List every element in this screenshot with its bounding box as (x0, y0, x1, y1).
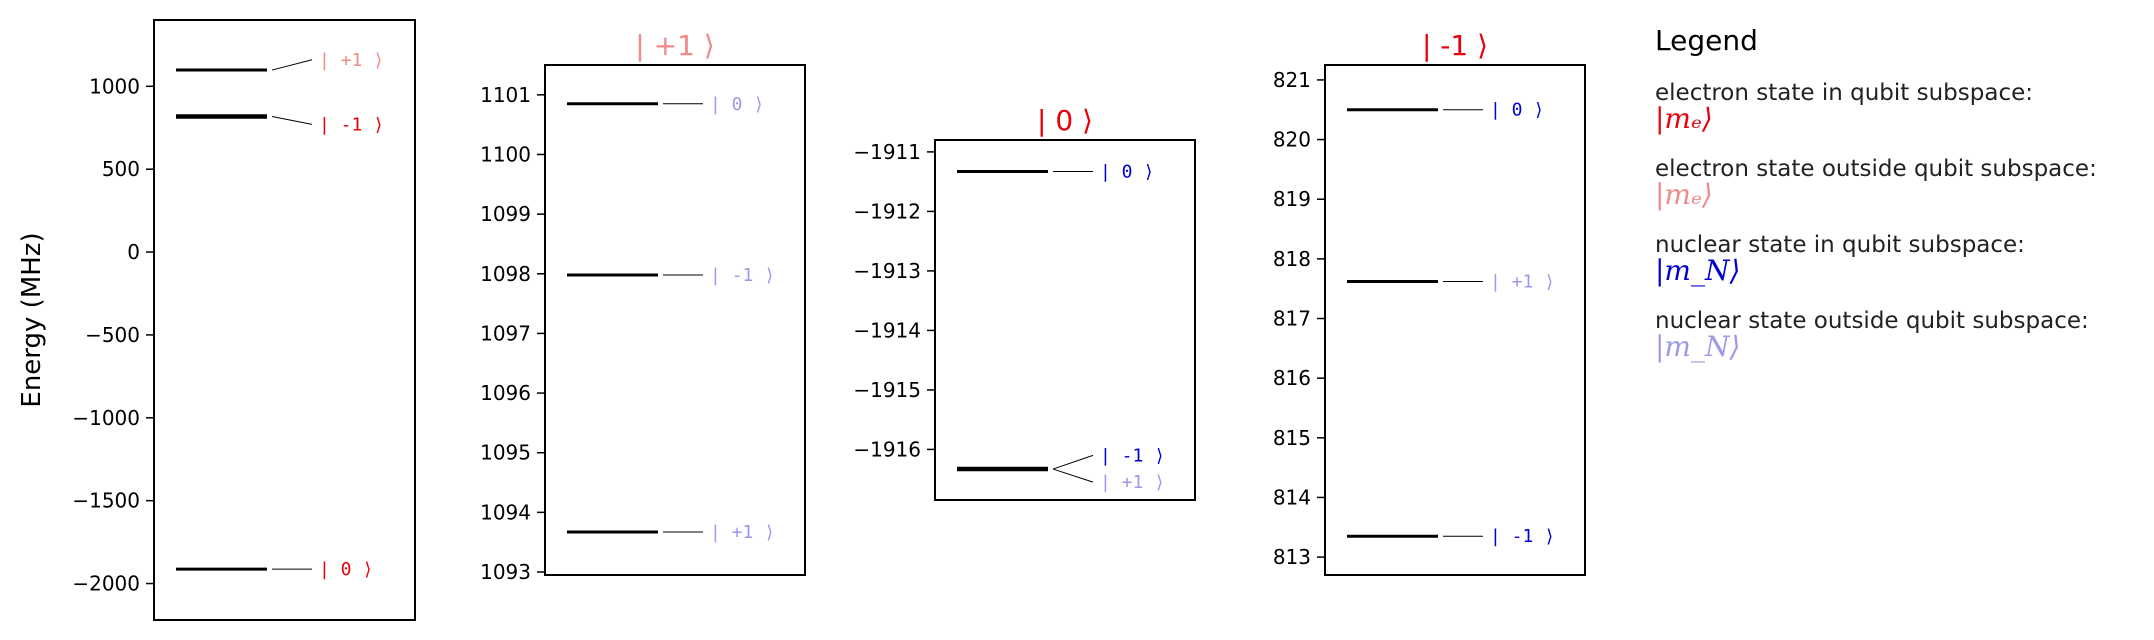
y-tick-label: −1915 (853, 378, 921, 402)
y-tick-label: 815 (1273, 426, 1311, 450)
y-tick-label: 814 (1273, 485, 1311, 509)
legend-title: Legend (1655, 24, 1758, 57)
state-label: | +1 ⟩ (1100, 472, 1165, 493)
y-tick-label: 1094 (480, 500, 531, 524)
legend-entry-nuclear-in-text: nuclear state in qubit subspace: (1655, 232, 2025, 258)
y-tick-label: −1916 (853, 437, 921, 461)
panel-title: | -1 ⟩ (1422, 29, 1488, 62)
y-tick-label: 0 (127, 240, 140, 264)
y-tick-label: −1911 (853, 140, 921, 164)
y-tick-label: 1101 (480, 83, 531, 107)
y-axis-label: Energy (MHz) (17, 232, 47, 407)
state-label: | +1 ⟩ (710, 522, 775, 543)
y-tick-label: 1095 (480, 441, 531, 465)
panel-1: 1101 1100 1099 1098 1097 1096 1095 1094 1093 | +1… (480, 29, 806, 584)
state-label: | -1 ⟩ (1490, 526, 1555, 547)
legend-entry-nuclear-out-symbol: |m_N⟩ (1655, 330, 1740, 363)
state-label: | 0 ⟩ (1100, 162, 1154, 183)
legend-entry-electron-in-text: electron state in qubit subspace: (1655, 80, 2033, 106)
panel-frame (1324, 64, 1586, 576)
y-tick-label: 817 (1273, 307, 1311, 331)
y-tick-label: −1914 (853, 318, 921, 342)
legend-entry-nuclear-in-symbol: |m_N⟩ (1655, 254, 1740, 287)
y-tick-label: 1099 (480, 202, 531, 226)
level-connector (1052, 454, 1094, 470)
y-tick-label: 1093 (480, 560, 531, 584)
legend-entry-electron-in-symbol: |mₑ⟩ (1655, 102, 1713, 135)
y-tick-label: −500 (85, 323, 140, 347)
state-label: | 0 ⟩ (1490, 100, 1544, 121)
panel-3: 821 820 819 818 817 816 815 814 813 | -1 ⟩ | 0 ⟩ | … (1273, 29, 1586, 576)
level-connector (271, 115, 313, 125)
y-tick-label: −1000 (72, 406, 140, 430)
y-tick-label: 813 (1273, 545, 1311, 569)
panel-frame (153, 19, 416, 621)
y-tick-label: 1096 (480, 381, 531, 405)
state-label: | -1 ⟩ (319, 114, 384, 135)
y-tick-label: −1913 (853, 259, 921, 283)
y-tick-label: 1100 (480, 142, 531, 166)
y-tick-label: 816 (1273, 366, 1311, 390)
y-tick-label: 500 (102, 157, 140, 181)
legend-entry-electron-out-symbol: |mₑ⟩ (1655, 178, 1713, 211)
state-label: | +1 ⟩ (1490, 272, 1555, 293)
diagram-panels: 1000 500 0 −500 −1000 −1500 −2000 Energy (MHz) |… (17, 19, 1586, 621)
y-tick-label: −2000 (72, 572, 140, 596)
panel-2: −1911 −1912 −1913 −1914 −1915 −1916 | 0 ⟩ | 0 ⟩… (853, 104, 1196, 501)
legend: Legend electron state in qubit subspace:… (1655, 24, 2097, 363)
state-label: | 0 ⟩ (710, 94, 764, 115)
y-tick-label: 1000 (89, 74, 140, 98)
panel-title: | +1 ⟩ (635, 29, 714, 62)
y-tick-label: 821 (1273, 68, 1311, 92)
state-label: | -1 ⟩ (710, 265, 775, 286)
y-tick-label: 820 (1273, 128, 1311, 152)
y-tick-label: 818 (1273, 247, 1311, 271)
panel-frame (544, 64, 806, 576)
panel-0: 1000 500 0 −500 −1000 −1500 −2000 Energy (MHz) |… (17, 19, 416, 621)
y-tick-label: 1097 (480, 321, 531, 345)
legend-entry-nuclear-out-text: nuclear state outside qubit subspace: (1655, 308, 2089, 334)
y-tick-label: −1912 (853, 199, 921, 223)
level-connector (1052, 468, 1094, 483)
y-tick-label: 1098 (480, 262, 531, 286)
state-label: | -1 ⟩ (1100, 445, 1165, 466)
legend-entry-electron-out-text: electron state outside qubit subspace: (1655, 156, 2097, 182)
state-label: | 0 ⟩ (319, 559, 373, 580)
state-label: | +1 ⟩ (319, 50, 384, 71)
panel-frame (934, 139, 1196, 501)
panel-title: | 0 ⟩ (1037, 104, 1093, 137)
y-tick-label: −1500 (72, 489, 140, 513)
y-tick-label: 819 (1273, 187, 1311, 211)
level-connector (271, 59, 313, 71)
